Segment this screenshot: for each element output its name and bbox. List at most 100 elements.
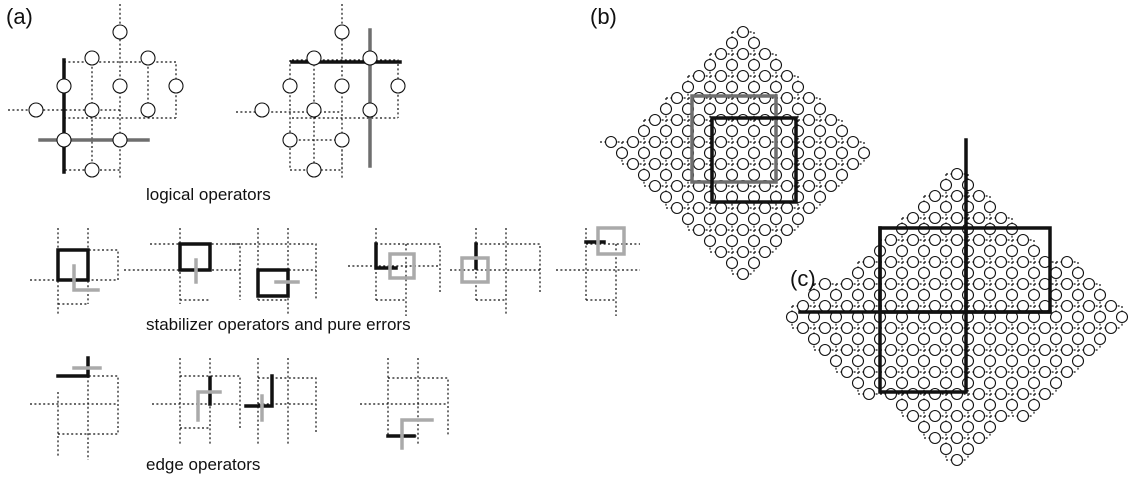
qubit — [851, 376, 865, 390]
logical-loop-black — [710, 116, 798, 204]
qubit — [961, 398, 975, 412]
qubit — [862, 255, 876, 269]
qubit — [939, 288, 953, 302]
panel-label-b: (b) — [590, 4, 617, 29]
qubit — [906, 233, 920, 247]
qubit — [994, 387, 1008, 401]
qubit — [1027, 332, 1041, 346]
qubit — [1038, 321, 1052, 335]
qubit — [780, 135, 794, 149]
qubit — [736, 25, 750, 39]
qubit — [895, 376, 909, 390]
qubit — [835, 146, 849, 160]
qubit — [840, 343, 854, 357]
qubit — [747, 146, 761, 160]
qubit — [780, 201, 794, 215]
qubit — [906, 365, 920, 379]
qubit — [983, 266, 997, 280]
qubit — [1071, 310, 1085, 324]
qubit — [670, 113, 684, 127]
qubit — [637, 168, 651, 182]
logical-operator-left — [8, 4, 184, 180]
qubit — [703, 168, 717, 182]
qubit — [972, 189, 986, 203]
qubit — [769, 80, 783, 94]
qubit — [1060, 321, 1074, 335]
qubit — [906, 277, 920, 291]
qubit — [906, 211, 920, 225]
qubit — [961, 200, 975, 214]
logical-loop-gray — [690, 94, 778, 184]
qubit-group — [604, 25, 871, 281]
qubit — [681, 80, 695, 94]
qubit — [884, 387, 898, 401]
qubit — [791, 124, 805, 138]
qubit — [769, 234, 783, 248]
qubit — [939, 244, 953, 258]
qubit — [928, 365, 942, 379]
qubit — [807, 332, 821, 346]
qubit — [736, 223, 750, 237]
qubit — [714, 223, 728, 237]
qubit — [758, 223, 772, 237]
qubit — [928, 277, 942, 291]
qubit — [791, 168, 805, 182]
qubit — [725, 234, 739, 248]
qubit — [1049, 376, 1063, 390]
qubit — [1027, 398, 1041, 412]
qubit — [862, 365, 876, 379]
qubit — [791, 102, 805, 116]
qubit — [851, 332, 865, 346]
qubit — [758, 135, 772, 149]
qubit — [780, 157, 794, 171]
qubit — [994, 211, 1008, 225]
qubit — [1060, 299, 1074, 313]
qubit — [851, 266, 865, 280]
qubit — [824, 179, 838, 193]
qubit — [703, 212, 717, 226]
qubit — [835, 168, 849, 182]
qubit — [928, 321, 942, 335]
qubit — [1016, 409, 1030, 423]
qubit — [972, 233, 986, 247]
qubit — [862, 277, 876, 291]
qubit — [917, 398, 931, 412]
qubit — [928, 431, 942, 445]
qubit — [1104, 299, 1118, 313]
qubit — [785, 310, 799, 324]
qubit — [994, 233, 1008, 247]
qubit — [906, 409, 920, 423]
qubit — [950, 255, 964, 269]
qubit — [714, 201, 728, 215]
qubit — [939, 420, 953, 434]
qubit — [1005, 354, 1019, 368]
qubit — [769, 212, 783, 226]
qubit — [895, 266, 909, 280]
qubit — [1060, 343, 1074, 357]
qubit — [692, 135, 706, 149]
qubit — [615, 146, 629, 160]
qubit — [802, 179, 816, 193]
qubit — [747, 80, 761, 94]
qubit-group — [28, 24, 184, 178]
qubit — [802, 157, 816, 171]
qubit — [928, 343, 942, 357]
qubit — [1005, 266, 1019, 280]
qubit — [939, 354, 953, 368]
qubit-group — [785, 167, 1129, 467]
qubit — [1016, 321, 1030, 335]
qubit — [928, 409, 942, 423]
qubit — [725, 80, 739, 94]
qubit — [670, 91, 684, 105]
qubit — [791, 80, 805, 94]
qubit — [714, 135, 728, 149]
qubit — [626, 157, 640, 171]
qubit — [1060, 277, 1074, 291]
qubit — [1082, 277, 1096, 291]
qubit — [637, 124, 651, 138]
qubit — [835, 124, 849, 138]
qubit — [670, 201, 684, 215]
qubit — [736, 245, 750, 259]
qubit — [813, 124, 827, 138]
